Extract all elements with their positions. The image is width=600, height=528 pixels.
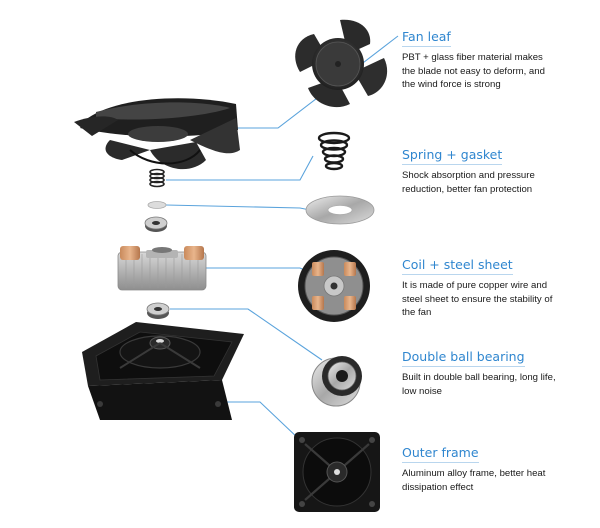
- ball-bearing-closeup: [311, 356, 362, 407]
- fan-leaf-closeup: [295, 19, 388, 108]
- stator-stack: [117, 246, 207, 291]
- small-spring: [149, 168, 165, 188]
- connector-gasket: [165, 204, 311, 211]
- double-ball-bearing-title: Double ball bearing: [402, 349, 525, 367]
- gasket-closeup: [305, 195, 375, 225]
- small-washer: [147, 201, 167, 209]
- connector-spring: [166, 155, 314, 181]
- outer-frame-closeup: [294, 432, 380, 512]
- fan-impeller: [74, 98, 240, 170]
- outer-frame-title: Outer frame: [402, 445, 479, 463]
- small-bearing-top: [144, 216, 168, 232]
- spring-gasket-title: Spring + gasket: [402, 147, 503, 165]
- label-fan-leaf: Fan leaf PBT + glass fiber material make…: [402, 28, 592, 92]
- coil-steel-sheet-title: Coil + steel sheet: [402, 257, 513, 275]
- coil-steel-sheet-description: It is made of pure copper wire and steel…: [402, 280, 553, 318]
- outer-frame-large: [82, 322, 244, 420]
- label-coil-steel-sheet: Coil + steel sheet It is made of pure co…: [402, 256, 592, 320]
- connector-bearing: [170, 308, 323, 361]
- label-double-ball-bearing: Double ball bearing Built in double ball…: [402, 348, 592, 398]
- small-bearing-bottom: [146, 302, 170, 319]
- label-spring-gasket: Spring + gasket Shock absorption and pre…: [402, 146, 592, 196]
- spring-closeup: [317, 131, 351, 171]
- double-ball-bearing-description: Built in double ball bearing, long life,…: [402, 372, 556, 397]
- outer-frame-description: Aluminum alloy frame, better heat dissip…: [402, 468, 546, 493]
- fan-leaf-title: Fan leaf: [402, 29, 451, 47]
- fan-leaf-description: PBT + glass fiber material makes the bla…: [402, 52, 545, 90]
- spring-gasket-description: Shock absorption and pressure reduction,…: [402, 170, 535, 195]
- label-outer-frame: Outer frame Aluminum alloy frame, better…: [402, 444, 592, 494]
- coil-closeup: [298, 250, 370, 322]
